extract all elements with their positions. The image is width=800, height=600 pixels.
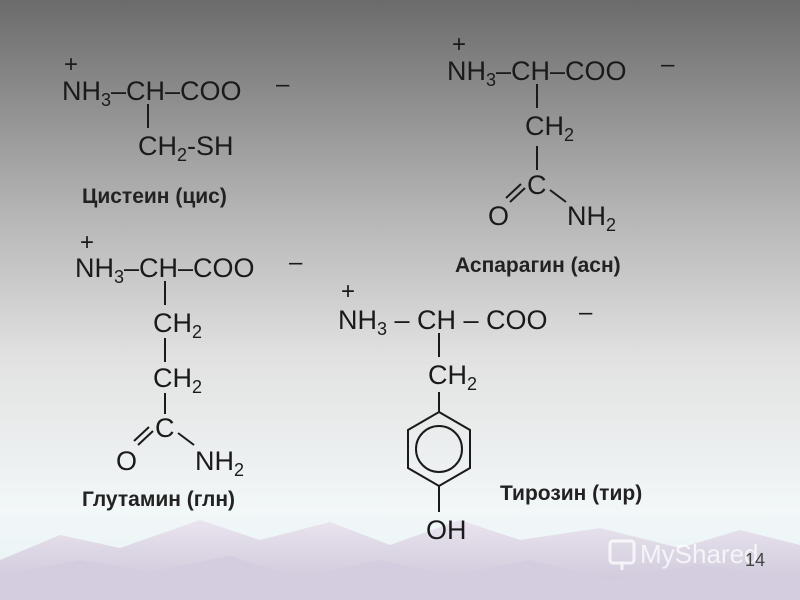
- watermark: MyShared: [608, 539, 759, 570]
- watermark-text: MyShared: [640, 539, 759, 569]
- glutamine-nh2: NH2: [195, 446, 244, 480]
- cysteine-minus-charge: –: [276, 71, 290, 98]
- glutamine-structure: + NH3–CH–COO – CH2 CH2 C O NH2 Глутамин …: [75, 229, 303, 511]
- cysteine-plus-charge: +: [64, 51, 78, 78]
- asparagine-backbone: NH3–CH–COO: [447, 56, 627, 90]
- tyrosine-backbone: NH3 – CH – COO: [338, 305, 548, 339]
- asparagine-carbonyl-c: C: [527, 170, 547, 200]
- tyrosine-structure: + NH3 – CH – COO – CH2 OH Тирозин (тир): [338, 278, 642, 545]
- cysteine-structure: + NH3–CH–COO – CH2-SH Цистеин (цис): [62, 51, 290, 208]
- asparagine-oxygen: O: [488, 201, 509, 231]
- tyrosine-minus-charge: –: [579, 299, 593, 326]
- tyrosine-label: Тирозин (тир): [500, 482, 642, 505]
- cysteine-backbone: NH3–CH–COO: [62, 76, 242, 110]
- asparagine-structure: + NH3–CH–COO – CH2 C O NH2 Аспарагин (ас…: [447, 31, 675, 277]
- tyrosine-ch2: CH2: [428, 360, 477, 394]
- benzene-aromatic-circle: [415, 425, 463, 473]
- glutamine-ch2-a: CH2: [153, 308, 202, 342]
- asparagine-label: Аспарагин (асн): [455, 254, 621, 277]
- glutamine-label: Глутамин (глн): [82, 488, 235, 511]
- asparagine-ch2: CH2: [525, 111, 574, 145]
- glutamine-plus-charge: +: [80, 229, 94, 256]
- glutamine-ch2-b: CH2: [153, 363, 202, 397]
- asparagine-plus-charge: +: [452, 31, 466, 58]
- glutamine-backbone: NH3–CH–COO: [75, 253, 255, 287]
- asparagine-minus-charge: –: [661, 51, 675, 78]
- cysteine-label: Цистеин (цис): [82, 185, 227, 208]
- glutamine-oxygen: O: [116, 446, 137, 476]
- glutamine-minus-charge: –: [289, 249, 303, 276]
- tyrosine-plus-charge: +: [341, 278, 355, 305]
- glutamine-carbonyl-c: C: [155, 413, 175, 443]
- page-number: 14: [745, 550, 765, 570]
- mountains-front: [0, 556, 800, 600]
- cysteine-side-chain: CH2-SH: [138, 131, 234, 165]
- tyrosine-oh: OH: [426, 515, 467, 545]
- asparagine-nh2: NH2: [567, 201, 616, 235]
